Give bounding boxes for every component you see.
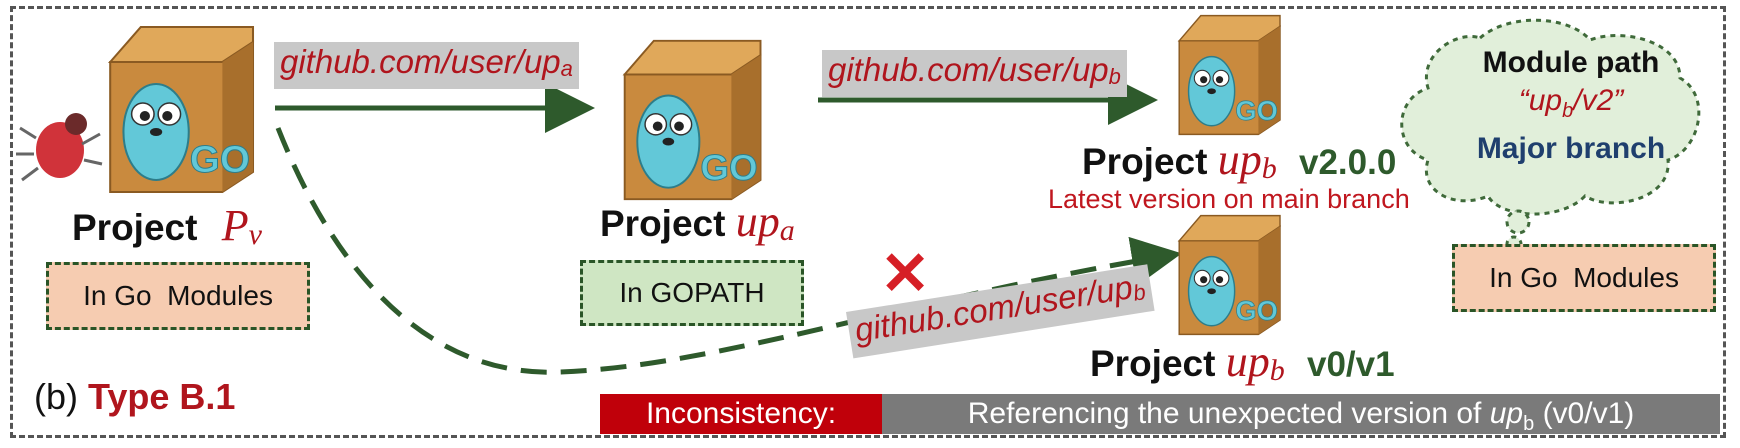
tag-upa-gopath: In GOPATH [580,260,804,326]
project-var-main: up [735,197,780,246]
quote-sub: b [1562,100,1574,122]
project-var: Pv [221,201,262,251]
inconsistency-label: Inconsistency: [600,394,882,434]
quote-open: “ [1518,84,1529,117]
project-var-sub: b [1269,354,1285,387]
package-icon-pv [109,25,255,194]
quote-var: up [1528,84,1563,117]
project-var-sub: v [248,218,262,251]
url-sub: b [1131,279,1148,306]
package-icon-upa [623,39,762,201]
desc-pre: Referencing the unexpected version of [967,397,1490,430]
url-text: github.com/user/up [280,43,561,80]
desc-var: up [1489,397,1524,430]
package-icon-upb-v1 [1178,214,1281,336]
desc-sub: b [1523,413,1535,435]
diagram-frame [10,6,1726,438]
project-var-sub: a [779,214,795,247]
project-version: v2.0.0 [1299,143,1397,182]
project-upb-v1-title: Project upb v0/v1 [1090,336,1395,388]
project-var: upa [735,197,795,247]
project-upb-v2-title: Project upb v2.0.0 [1082,134,1396,186]
tag-pv-go-modules: In Go Modules [46,262,310,330]
bug-icon [16,113,103,182]
project-var-sub: b [1261,152,1277,185]
url-sub: a [560,56,573,81]
inconsistency-description: Referencing the unexpected version of up… [882,394,1720,435]
url-sub: b [1108,64,1121,89]
project-label: Project [72,207,198,248]
project-var-main: up [1225,337,1270,386]
tag-upb-go-modules: In Go Modules [1452,244,1716,312]
url-label-upa: github.com/user/upa [274,42,579,89]
quote-rest: /v2” [1573,84,1624,117]
desc-post: (v0/v1) [1534,397,1635,430]
project-var: upb [1225,337,1285,387]
cloud-text: Module path “upb/v2” Major branch [1440,44,1702,168]
cloud-line-major-branch: Major branch [1476,132,1666,165]
project-pv-title: Project Pv [72,200,262,252]
latest-version-note: Latest version on main branch [1048,184,1410,214]
legend-prefix: (b) [34,376,78,417]
project-var: upb [1217,135,1277,185]
project-upa-title: Project upa [600,196,795,248]
type-legend: (b) Type B.1 [34,376,235,418]
project-label: Project [600,203,726,244]
cross-icon: ✕ [880,240,931,307]
url-label-upb-v2: github.com/user/upb [822,50,1127,97]
project-var-main: up [1217,135,1262,184]
package-icon-upb-v2 [1178,14,1281,136]
cloud-line-path: “upb/v2” [1440,82,1702,130]
url-text: github.com/user/up [828,51,1109,88]
project-label: Project [1082,141,1208,182]
cloud-line-module-path: Module path [1482,46,1660,79]
legend-type: Type B.1 [88,376,236,417]
project-var-main: P [221,201,249,250]
project-label: Project [1090,343,1216,384]
project-version: v0/v1 [1307,345,1395,384]
